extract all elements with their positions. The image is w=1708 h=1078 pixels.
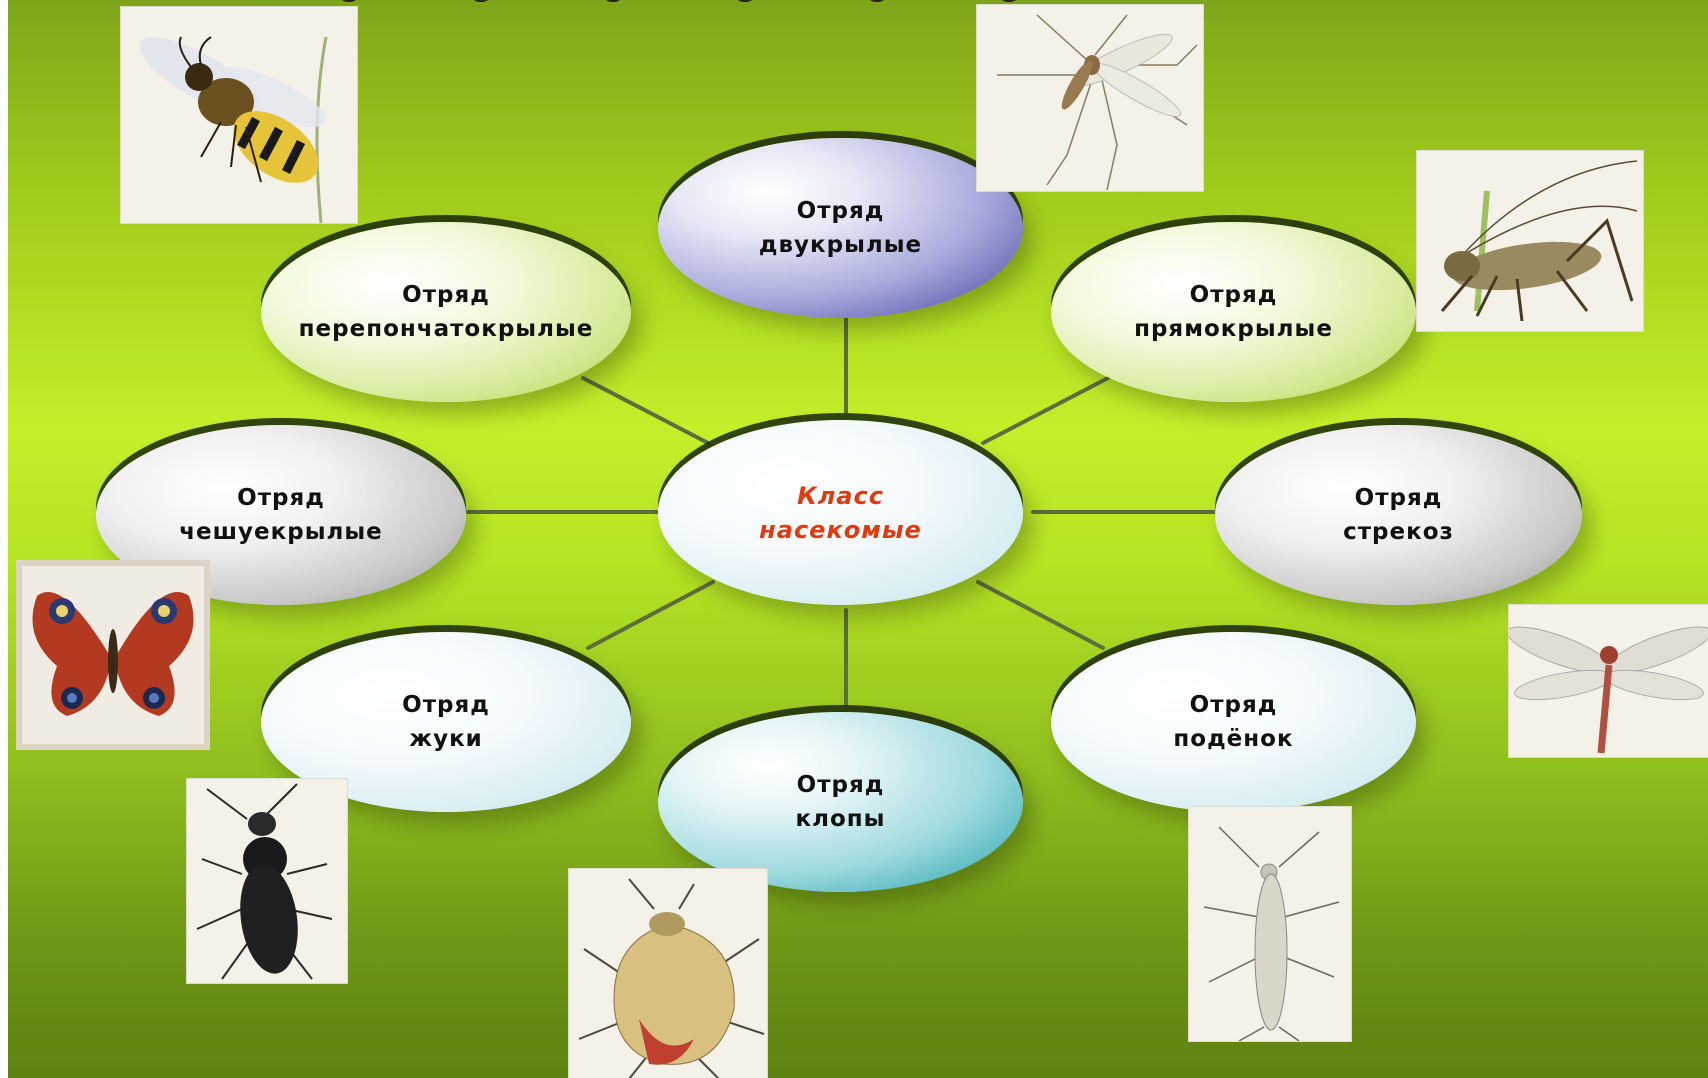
node-diptera-line1: Отряд bbox=[759, 194, 922, 228]
node-diptera: Отряд двукрылые bbox=[658, 138, 1023, 318]
node-coleoptera-line1: Отряд bbox=[402, 688, 490, 722]
connector-bottom-right bbox=[978, 582, 1103, 648]
wasp-image bbox=[120, 6, 358, 224]
node-ephemeroptera-label: Отряд подёнок bbox=[1173, 688, 1293, 756]
mayfly-image bbox=[1188, 806, 1352, 1042]
grasshopper-image bbox=[1416, 150, 1644, 332]
node-hymenoptera-line2: перепончатокрылые bbox=[299, 312, 594, 346]
node-odonata-label: Отряд стрекоз bbox=[1343, 481, 1454, 549]
center-label-line2: насекомые bbox=[759, 513, 922, 547]
node-hymenoptera-line1: Отряд bbox=[299, 278, 594, 312]
node-hemiptera-line1: Отряд bbox=[796, 768, 886, 802]
connector-top-left bbox=[583, 378, 708, 443]
node-orthoptera-label: Отряд прямокрылые bbox=[1134, 278, 1333, 346]
node-odonata: Отряд стрекоз bbox=[1215, 425, 1582, 605]
node-ephemeroptera: Отряд подёнок bbox=[1051, 632, 1416, 812]
node-coleoptera-line2: жуки bbox=[402, 722, 490, 756]
node-diptera-label: Отряд двукрылые bbox=[759, 194, 922, 262]
node-ephemeroptera-line1: Отряд bbox=[1173, 688, 1293, 722]
node-orthoptera-line1: Отряд bbox=[1134, 278, 1333, 312]
node-hymenoptera: Отряд перепончатокрылые bbox=[261, 222, 631, 402]
slide: Класс насекомые Отряд двукрылые Отряд пе… bbox=[8, 0, 1708, 1078]
center-label-line1: Класс bbox=[759, 479, 922, 513]
dragonfly-image bbox=[1508, 604, 1708, 758]
node-orthoptera-line2: прямокрылые bbox=[1134, 312, 1333, 346]
connector-bottom-left bbox=[588, 582, 713, 648]
connector-top-right bbox=[983, 378, 1108, 443]
node-odonata-line1: Отряд bbox=[1343, 481, 1454, 515]
shield-bug-image bbox=[568, 868, 768, 1078]
node-ephemeroptera-line2: подёнок bbox=[1173, 722, 1293, 756]
node-hemiptera: Отряд клопы bbox=[658, 712, 1023, 892]
node-lepidoptera-label: Отряд чешуекрылые bbox=[179, 481, 383, 549]
node-diptera-line2: двукрылые bbox=[759, 228, 922, 262]
node-orthoptera: Отряд прямокрылые bbox=[1051, 222, 1416, 402]
center-node: Класс насекомые bbox=[658, 420, 1023, 605]
node-odonata-line2: стрекоз bbox=[1343, 515, 1454, 549]
node-lepidoptera-line2: чешуекрылые bbox=[179, 515, 383, 549]
mosquito-image bbox=[976, 4, 1204, 192]
node-hymenoptera-label: Отряд перепончатокрылые bbox=[299, 278, 594, 346]
node-coleoptera-label: Отряд жуки bbox=[402, 688, 490, 756]
center-label: Класс насекомые bbox=[759, 479, 922, 547]
butterfly-image bbox=[16, 560, 210, 750]
beetle-image bbox=[186, 778, 348, 984]
node-hemiptera-line2: клопы bbox=[796, 802, 886, 836]
node-lepidoptera-line1: Отряд bbox=[179, 481, 383, 515]
node-hemiptera-label: Отряд клопы bbox=[796, 768, 886, 836]
